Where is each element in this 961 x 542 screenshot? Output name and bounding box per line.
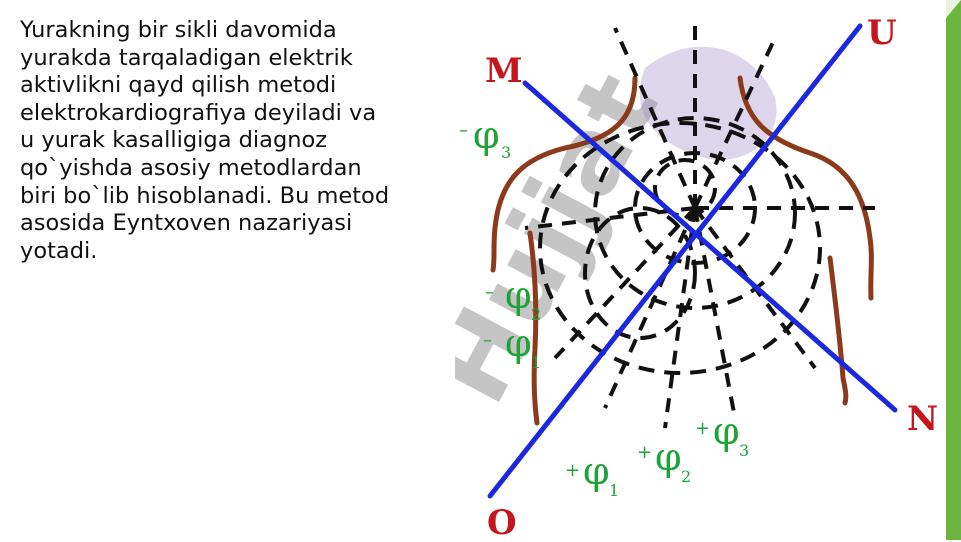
label-M: M bbox=[485, 51, 523, 91]
phi-sub-minus-3: 3 bbox=[501, 143, 511, 162]
minus-sign-3: – bbox=[459, 120, 468, 141]
accent-bar bbox=[946, 0, 961, 540]
axis-MN bbox=[522, 80, 898, 413]
phi-plus-1: + φ 1 bbox=[565, 449, 619, 500]
phi-sub-plus-1: 1 bbox=[609, 481, 619, 500]
right-neck-line bbox=[737, 75, 874, 301]
phi-symbol-minus-2: φ bbox=[505, 273, 532, 317]
phi-symbol-plus-1: φ bbox=[583, 449, 610, 493]
phi-sub-plus-3: 3 bbox=[739, 441, 749, 460]
phi-symbol-plus-2: φ bbox=[655, 435, 682, 479]
phi-minus-3: – φ 3 bbox=[459, 113, 511, 162]
lead-axes bbox=[487, 23, 898, 499]
accent-triangle bbox=[946, 0, 961, 18]
phi-plus-2: + φ 2 bbox=[637, 435, 691, 486]
phi-sub-minus-2: 2 bbox=[531, 305, 541, 324]
minus-sign-2: – bbox=[485, 282, 494, 303]
phi-symbol-minus-3: φ bbox=[473, 113, 500, 157]
phi-plus-3: + φ 3 bbox=[695, 409, 749, 460]
watermark-shape bbox=[639, 46, 777, 160]
label-U: U bbox=[867, 13, 897, 53]
plus-sign-2: + bbox=[637, 442, 652, 463]
phi-minus-2: – φ 2 bbox=[485, 273, 541, 324]
einthoven-diagram: Hujjat bbox=[409, 13, 938, 542]
plus-sign-3: + bbox=[695, 418, 710, 439]
minus-sign-1: – bbox=[483, 330, 492, 351]
body-paragraph: Yurakning bir sikli davomida yurakda tar… bbox=[20, 17, 390, 264]
axis-UO bbox=[487, 23, 863, 499]
phi-sub-plus-2: 2 bbox=[681, 467, 691, 486]
phi-minus-1: – φ 1 bbox=[483, 321, 541, 372]
left-arm-line bbox=[527, 230, 540, 426]
phi-symbol-minus-1: φ bbox=[505, 321, 532, 365]
right-arm-line bbox=[827, 255, 849, 406]
plus-sign-1: + bbox=[565, 460, 580, 481]
phi-symbol-plus-3: φ bbox=[713, 409, 740, 453]
left-neck-line bbox=[490, 75, 638, 273]
einthoven-figure: Hujjat bbox=[409, 8, 945, 542]
phi-sub-minus-1: 1 bbox=[531, 353, 541, 372]
label-N: N bbox=[907, 399, 938, 439]
label-O: O bbox=[487, 503, 517, 538]
torso-outline bbox=[490, 75, 874, 426]
